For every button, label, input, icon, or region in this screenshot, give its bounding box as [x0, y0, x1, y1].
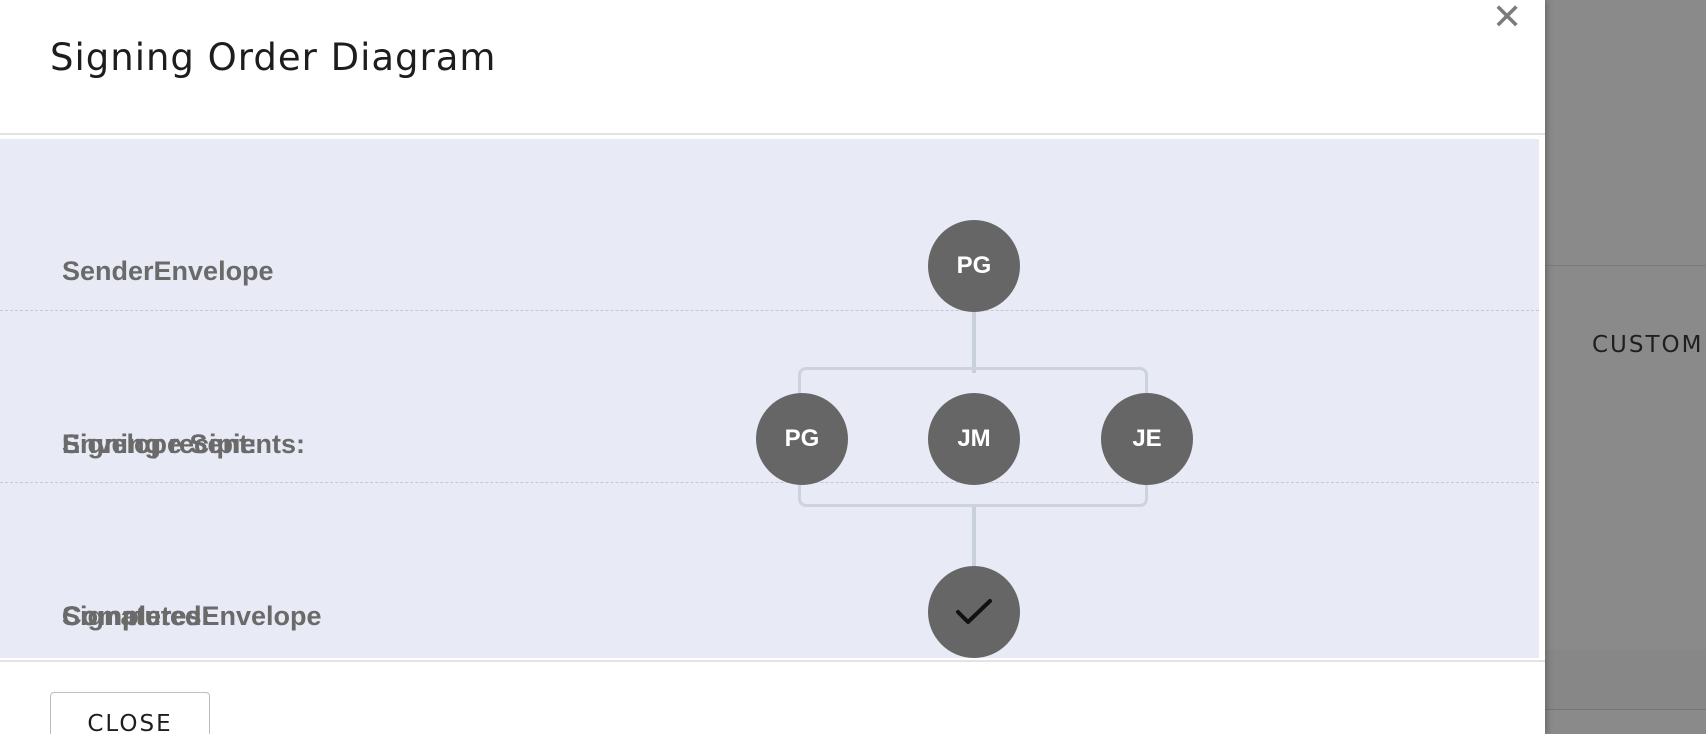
page-backdrop [1545, 0, 1706, 734]
lane-label-sender: SenderEnvelope [62, 256, 274, 286]
backdrop-custom-label: CUSTOM [1592, 332, 1704, 358]
close-button[interactable]: CLOSE [50, 692, 210, 734]
close-icon[interactable]: ✕ [1492, 0, 1523, 38]
lane-separator [0, 482, 1539, 483]
lane-label-signatures: Signatures: [62, 601, 211, 631]
signer-node: JM [928, 393, 1020, 485]
sender-node: PG [928, 220, 1020, 312]
connector-line [972, 505, 976, 567]
signing-order-modal: Signing Order Diagram ✕ SenderEnvelope E… [0, 0, 1545, 734]
completed-node [928, 566, 1020, 658]
header-divider [0, 133, 1545, 135]
connector-line [972, 309, 976, 373]
signing-order-diagram: SenderEnvelope Envelope Sent: Signing re… [0, 139, 1539, 658]
footer-divider [0, 660, 1545, 662]
backdrop-divider-bottom [1545, 709, 1706, 710]
lane-label-envelope-sent: Envelope Sent: [62, 429, 258, 459]
check-icon [956, 599, 992, 624]
backdrop-divider [1545, 265, 1706, 266]
signer-node: JE [1101, 393, 1193, 485]
modal-title: Signing Order Diagram [50, 36, 497, 79]
lane-separator [0, 310, 1539, 311]
lane-label-completed: Completed: [62, 601, 211, 631]
lane-label-signing-recipients: Signing recipients: [62, 429, 306, 459]
signer-node: PG [756, 393, 848, 485]
lane-label-completed-envelope: CompletedEnvelope [62, 601, 322, 631]
backdrop-band [1545, 650, 1706, 710]
